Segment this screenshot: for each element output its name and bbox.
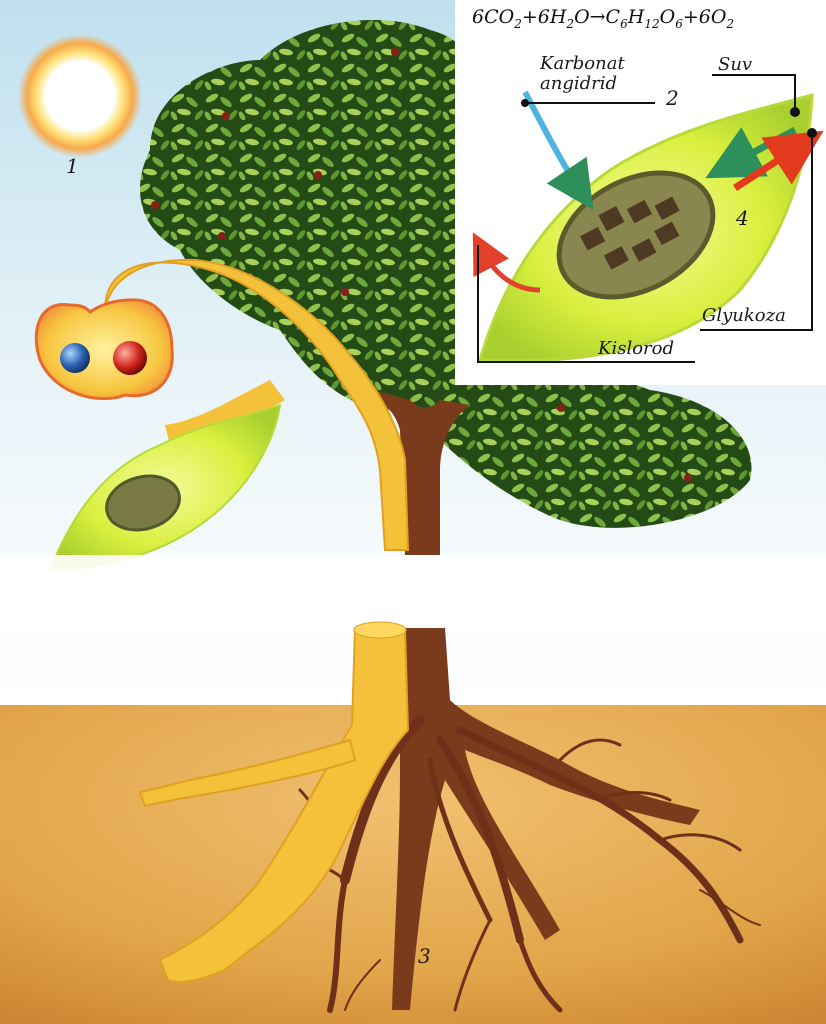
sun-icon [18,34,142,158]
label-glucose: Glyukoza [702,305,786,326]
number-roots: 3 [418,944,431,968]
label-water: Suv [718,54,752,75]
fruit-with-molecules [36,300,172,399]
label-carbon-dioxide-line1: Karbonat [540,54,625,74]
label-carbon-dioxide-line2: angidrid [540,74,625,94]
blue-molecule-icon [60,343,90,373]
red-molecule-icon [113,341,147,375]
photosynthesis-equation: 6CO2+6H2O→C6H12O6+6O2 [472,6,734,31]
number-sun: 1 [66,154,79,178]
label-oxygen: Kislorod [598,338,674,359]
cutaway-gap [0,555,826,635]
inset-leaf-panel [455,0,826,385]
number-carbon-dioxide: 2 [666,86,679,110]
label-carbon-dioxide: Karbonat angidrid [540,54,625,94]
number-inset-leaf: 4 [736,206,749,230]
